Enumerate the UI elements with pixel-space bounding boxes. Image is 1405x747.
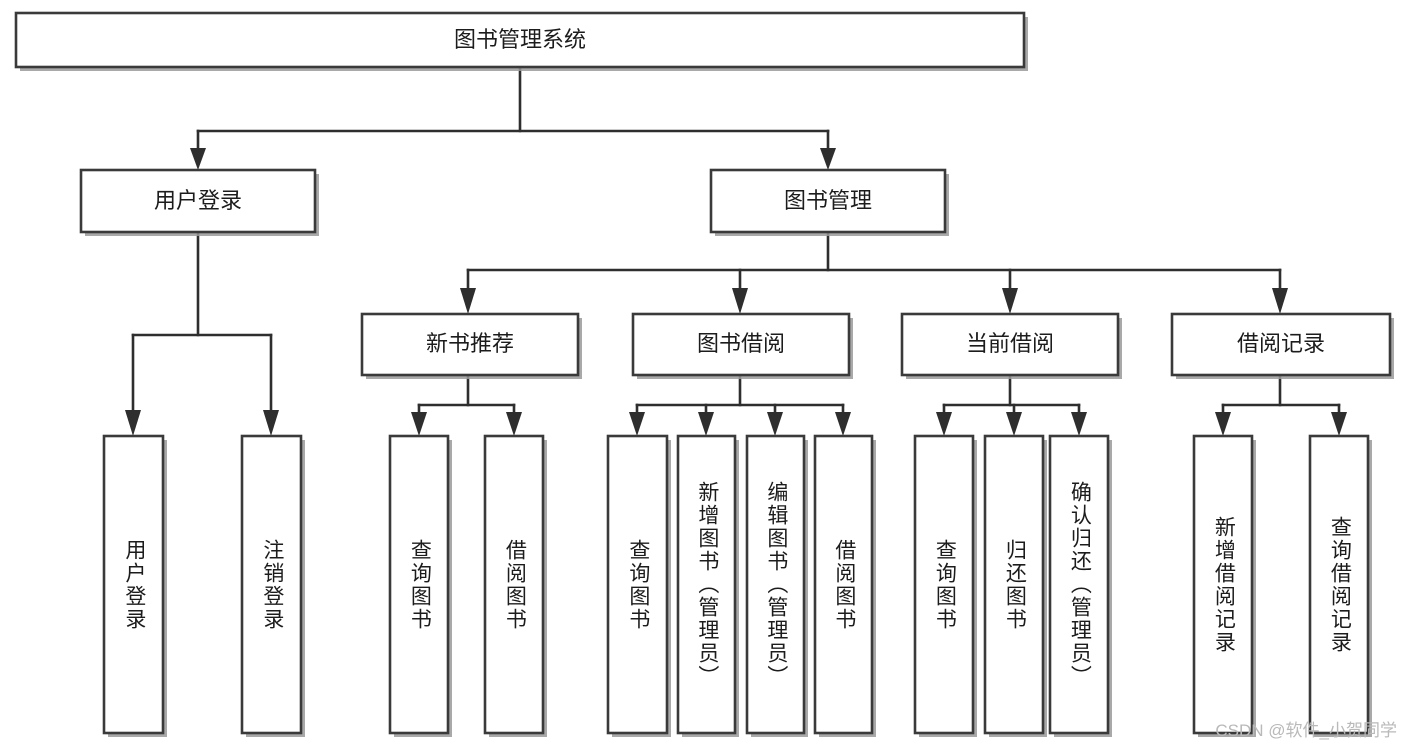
node-box-leaf-add-book[interactable]: [676, 434, 737, 735]
arrow-head-leaf-add-book: [698, 412, 714, 436]
node-box-leaf-confirm-return[interactable]: [1048, 434, 1110, 735]
node-box-leaf-edit-book[interactable]: [745, 434, 806, 735]
arrow-head-leaf-confirm-return: [1071, 412, 1087, 436]
arrow-head-leaf-query-book-3: [936, 412, 952, 436]
leaf-rect-group: [102, 434, 1372, 737]
arrow-head-leaf-query-book-1: [411, 412, 427, 436]
node-box-user-login[interactable]: [79, 168, 317, 234]
node-label-current-borrow: 当前借阅: [966, 331, 1054, 356]
node-box-borrow-record[interactable]: [1170, 312, 1392, 377]
node-box-leaf-logout[interactable]: [240, 434, 303, 735]
node-box-leaf-query-book-3[interactable]: [913, 434, 975, 735]
node-box-leaf-borrow-book-2[interactable]: [813, 434, 874, 735]
node-label-user-login: 用户登录: [154, 188, 242, 213]
node-box-book-manage[interactable]: [709, 168, 947, 234]
node-label-book-borrow: 图书借阅: [697, 331, 785, 356]
arrow-head-current-borrow: [1002, 288, 1018, 314]
arrow-head-leaf-query-record: [1331, 412, 1347, 436]
arrow-head-book-borrow: [732, 288, 748, 314]
node-box-leaf-query-record[interactable]: [1308, 434, 1370, 735]
node-box-leaf-borrow-book-1[interactable]: [483, 434, 545, 735]
watermark-text: CSDN @软件_小贺同学: [1215, 721, 1397, 740]
arrow-head-leaf-borrow-book-1: [506, 412, 522, 436]
node-box-current-borrow[interactable]: [900, 312, 1120, 377]
node-box-leaf-add-record[interactable]: [1192, 434, 1254, 735]
connector-group: [125, 65, 1347, 436]
arrow-head-leaf-edit-book: [767, 412, 783, 436]
arrow-head-new-book-recommend: [460, 288, 476, 314]
arrow-head-leaf-add-record: [1215, 412, 1231, 436]
arrow-head-book-manage: [820, 148, 836, 170]
node-box-leaf-query-book-2[interactable]: [606, 434, 669, 735]
arrow-head-leaf-user-login: [125, 410, 141, 436]
node-box-book-borrow[interactable]: [631, 312, 851, 377]
arrow-head-user-login: [190, 148, 206, 170]
root-node-label: 图书管理系统: [454, 27, 586, 52]
arrow-head-leaf-return-book: [1006, 412, 1022, 436]
arrow-head-leaf-borrow-book-2: [835, 412, 851, 436]
node-box-leaf-query-book-1[interactable]: [388, 434, 450, 735]
node-label-book-manage: 图书管理: [784, 188, 872, 213]
arrow-head-borrow-record: [1272, 288, 1288, 314]
root-node-box[interactable]: [14, 11, 1026, 69]
node-label-borrow-record: 借阅记录: [1237, 331, 1325, 356]
node-group: 图书管理系统 用户登录 图书管理 新书推荐 图书借阅 当前借阅 借阅记录: [14, 11, 1394, 737]
node-label-new-book-recommend: 新书推荐: [426, 331, 514, 356]
node-box-new-book-recommend[interactable]: [360, 312, 580, 377]
node-box-leaf-user-login[interactable]: [102, 434, 165, 735]
arrow-head-leaf-logout: [263, 410, 279, 436]
arrow-head-leaf-query-book-2: [629, 412, 645, 436]
node-box-leaf-return-book[interactable]: [983, 434, 1045, 735]
